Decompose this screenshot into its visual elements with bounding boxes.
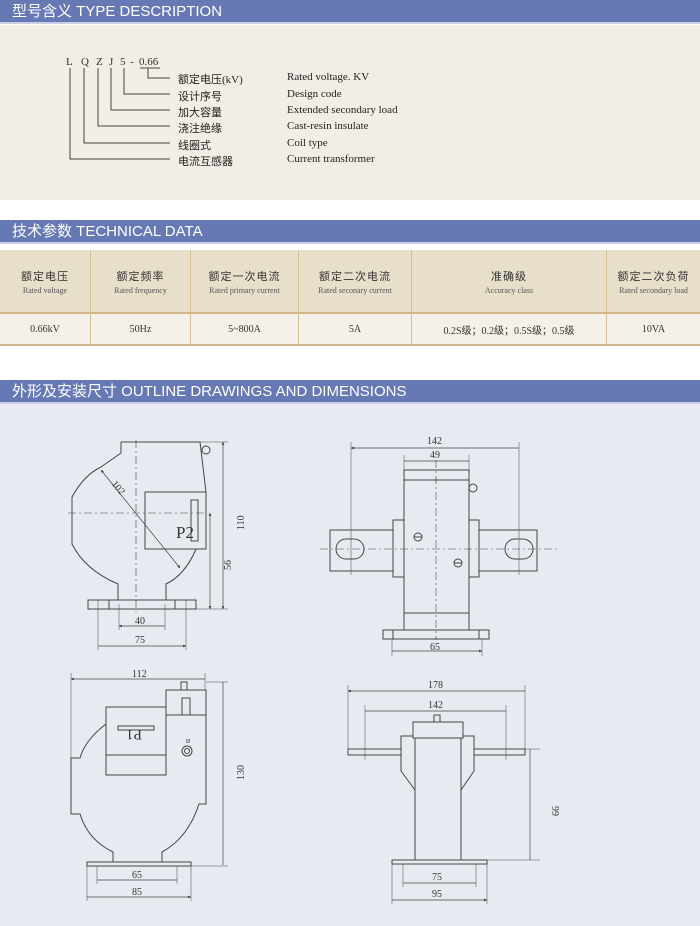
type-description-panel [0,25,700,200]
value-cell: 5~800A [190,313,299,346]
mark-label: n [184,739,193,743]
section-header-type-description: 型号含义 TYPE DESCRIPTION [0,0,700,24]
row-cn: 额定电压(kV) [178,74,243,86]
code-letter: J [109,56,114,68]
terminal-label: P2 [176,523,194,542]
table-row: 0.66kV 50Hz 5~800A 5A 0.2S级；0.2级；0.5S级；0… [0,313,700,346]
code-letter: Z [96,56,103,68]
row-en: Cast-resin insulate [287,120,369,132]
value-cell: 50Hz [90,313,191,346]
row-en: Rated voltage. KV [287,71,370,83]
dim-label: 130 [236,765,247,780]
row-en: Design code [287,88,342,100]
code-letter: - [130,56,134,68]
dim-label: 49 [430,450,440,461]
code-leader-lines [69,67,170,160]
row-en: Current transformer [287,153,375,165]
dim-label: 95 [432,889,442,900]
dim-label: 142 [428,700,443,711]
code-letter: 0.66 [139,56,159,68]
row-cn: 电流互感器 [178,156,233,168]
dim-label: 112 [132,669,147,680]
dim-label: 75 [135,635,145,646]
dim-label: 40 [135,616,145,627]
dim-label: 65 [430,642,440,653]
value-cell: 0.2S级；0.2级；0.5S级；0.5级 [411,313,607,346]
terminal-label: P1 [126,726,142,742]
row-cn: 浇注绝缘 [178,123,222,135]
dim-label: 102 [109,479,127,498]
dim-label: 178 [428,680,443,691]
value-cell: 10VA [606,313,700,346]
section-header-outline: 外形及安装尺寸 OUTLINE DRAWINGS AND DIMENSIONS [0,380,700,404]
screw-icon [201,445,211,455]
dim-label: 142 [427,436,442,447]
code-letter: Q [81,56,89,68]
row-cn: 设计序号 [178,91,222,103]
target-icon [181,745,193,757]
row-cn: 线圈式 [178,140,211,152]
drawing-front-view-1 [320,442,560,656]
drawing-side-view-1 [68,440,228,650]
row-en: Coil type [287,137,328,149]
dim-label: 99 [549,806,560,816]
value-cell: 0.66kV [0,313,91,346]
section-header-technical-data: 技术参数 TECHNICAL DATA [0,220,700,244]
code-letter: 5 [120,56,126,68]
dim-label: 65 [132,870,142,881]
drawing-front-view-2 [348,685,540,904]
value-cell: 5A [298,313,412,346]
drawing-side-view-2 [71,673,228,901]
row-en: Extended secondary load [287,104,398,116]
code-letter: L [66,56,73,68]
dim-label: 110 [236,515,247,530]
row-cn: 加大容量 [178,107,222,119]
screw-icon [468,483,478,493]
dim-label: 56 [223,560,234,570]
dim-label: 85 [132,887,142,898]
dim-label: 75 [432,872,442,883]
